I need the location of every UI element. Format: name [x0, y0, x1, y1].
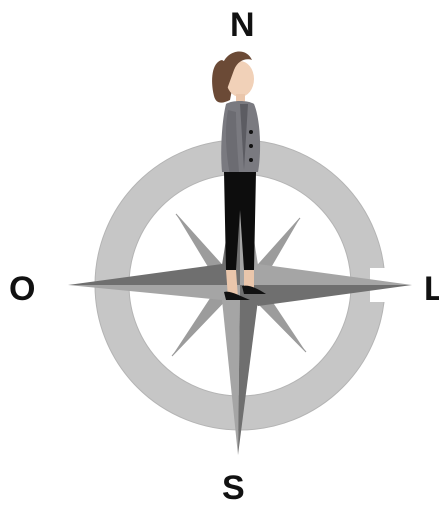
west-needle	[68, 285, 240, 300]
north-label: N	[230, 8, 255, 42]
south-label: S	[222, 471, 245, 505]
west-label: O	[9, 272, 35, 306]
east-label: L	[424, 272, 439, 306]
